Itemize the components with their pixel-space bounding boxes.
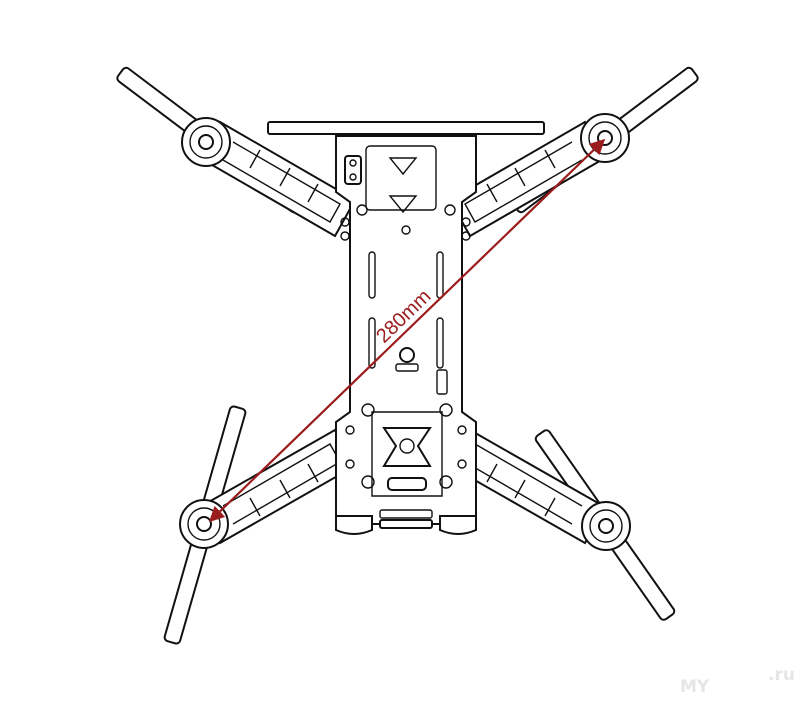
- dimension-line: [208, 138, 606, 523]
- watermark: MY .ru: [680, 665, 795, 697]
- motor-rear-right: [581, 501, 631, 551]
- motor-front-left: [181, 117, 231, 167]
- watermark-left: MY: [680, 677, 710, 697]
- front-camera-bar: [267, 121, 545, 135]
- motor-rear-left: [179, 499, 229, 549]
- watermark-right: .ru: [768, 665, 795, 685]
